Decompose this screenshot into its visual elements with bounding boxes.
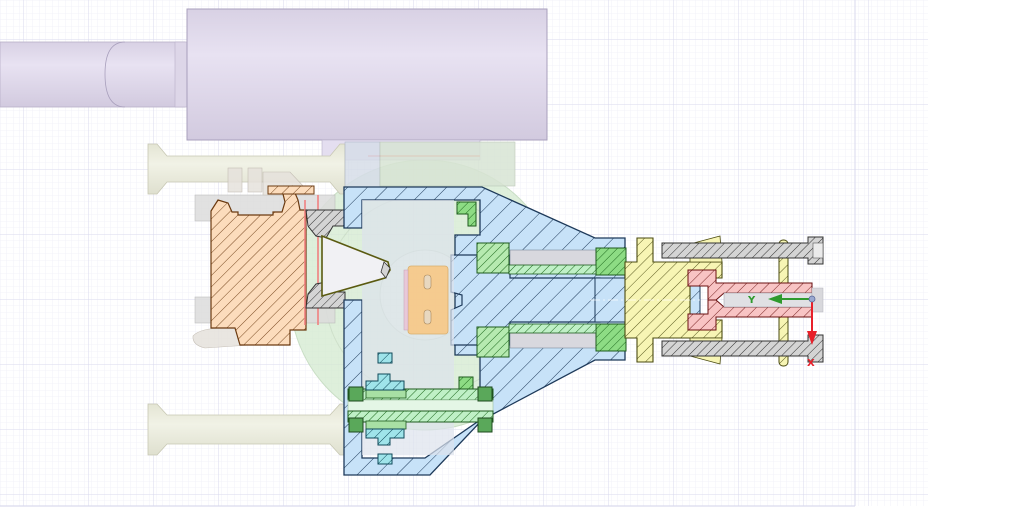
bolt-top[interactable] — [661, 236, 824, 265]
gear-shaft[interactable] — [347, 386, 494, 433]
y-axis-arrow-icon — [768, 294, 782, 304]
coupling[interactable] — [403, 265, 449, 335]
axis-triad: Y X — [747, 294, 817, 369]
bolt-bottom[interactable] — [661, 334, 824, 363]
nozzle-cone[interactable] — [321, 234, 391, 298]
x-axis-arrow-icon — [807, 331, 817, 345]
bearing-left-top[interactable] — [476, 242, 510, 274]
bearing-left-bottom[interactable] — [476, 326, 510, 358]
bearing-right-bottom[interactable] — [595, 323, 627, 352]
spacer-sleeve[interactable] — [508, 264, 597, 334]
x-axis-label: X — [807, 358, 815, 369]
gear[interactable] — [365, 352, 405, 465]
bearing-right-top[interactable] — [595, 247, 627, 276]
sleeve[interactable] — [687, 269, 824, 331]
bearing-top-small[interactable] — [456, 201, 477, 227]
origin-point-icon — [808, 295, 816, 303]
clamp-block[interactable] — [210, 185, 319, 346]
y-axis-label: Y — [747, 295, 756, 306]
